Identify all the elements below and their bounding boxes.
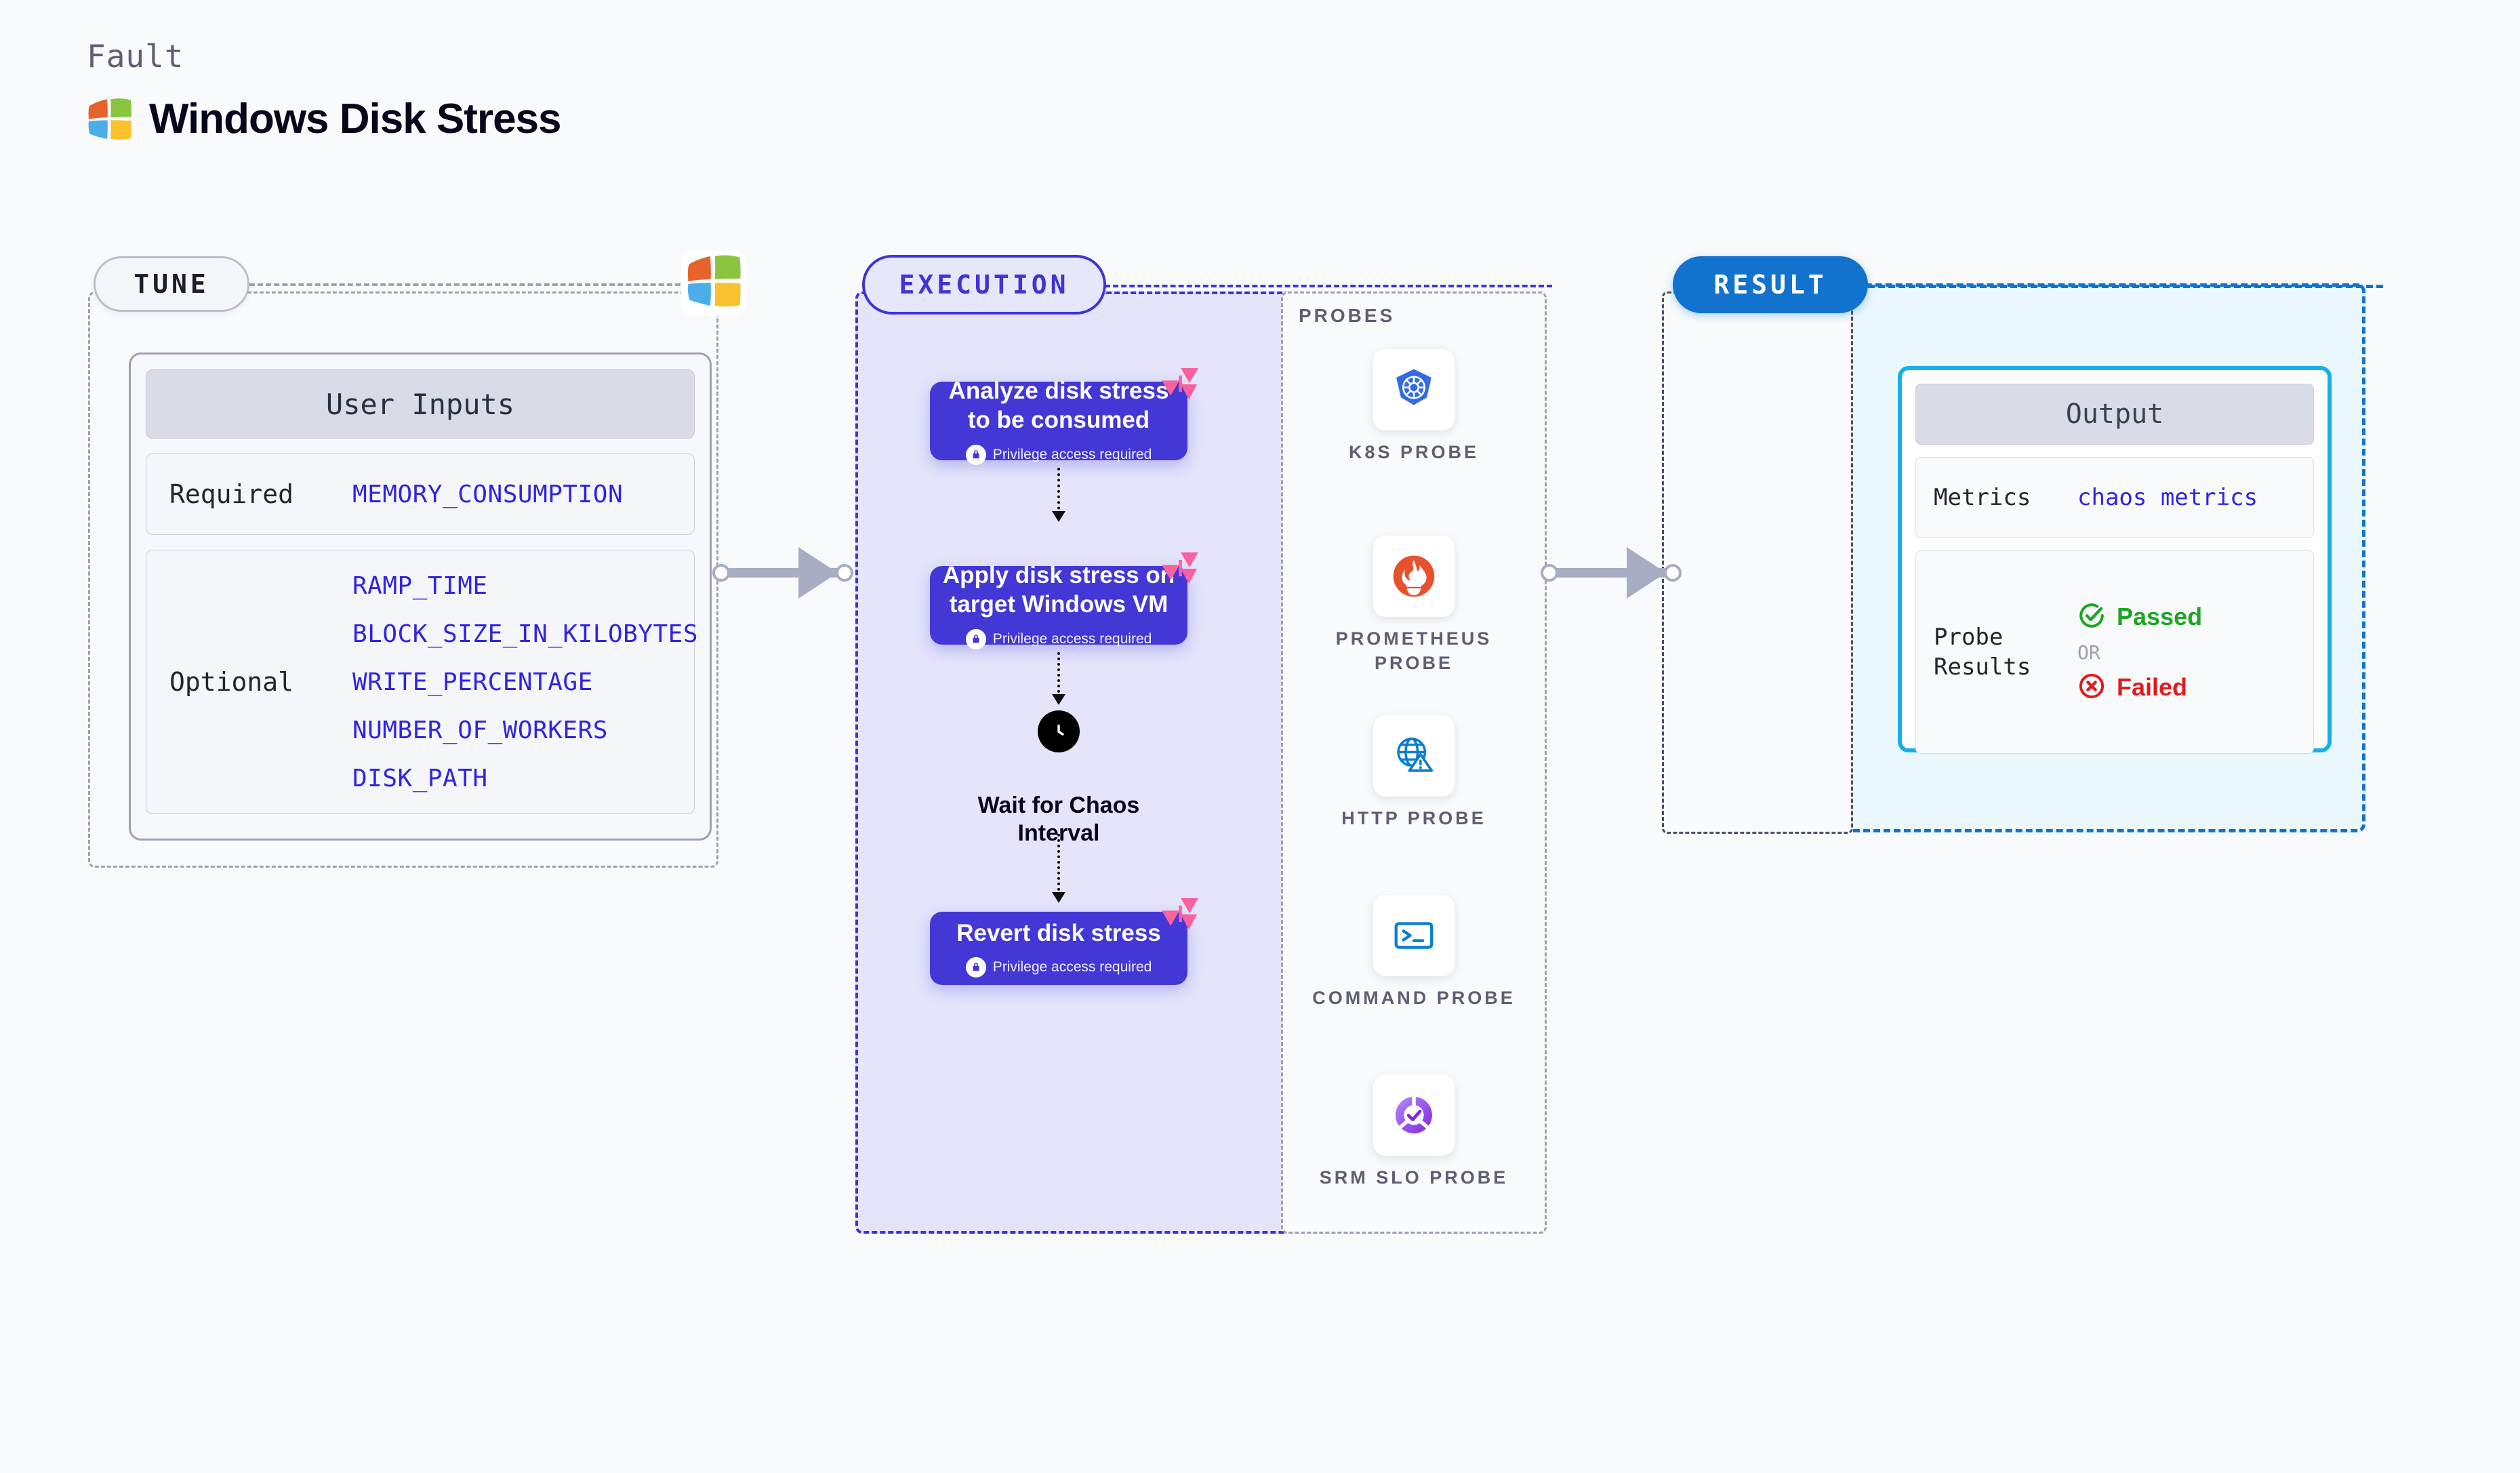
lock-icon: [965, 444, 986, 465]
execution-node-revert[interactable]: Revert disk stress Privilege access requ…: [930, 897, 1198, 985]
probe-label: K8S PROBE: [1348, 442, 1480, 462]
flow-arrow-3: [1052, 834, 1065, 903]
result-pill[interactable]: RESULT: [1673, 256, 1868, 313]
required-values: MEMORY_CONSUMPTION: [352, 481, 623, 508]
flow-arrow-2: [1052, 652, 1065, 705]
probe-result-or: OR: [2077, 641, 2100, 664]
execution-dashed-connector: [1105, 285, 1552, 287]
result-dashed-connector: [1868, 285, 2383, 288]
output-card: Output Metrics chaos metrics Probe Resul…: [1898, 366, 2332, 754]
page-title: Windows Disk Stress: [149, 96, 562, 142]
fault-kicker: Fault: [87, 38, 184, 75]
tune-dashed-connector: [249, 283, 697, 286]
probe-label: SRM SLO PROBE: [1319, 1167, 1509, 1188]
failed-label: Failed: [2117, 673, 2188, 701]
probe-prometheus[interactable]: PROMETHEUS PROBE: [1281, 536, 1547, 676]
privilege-note: Privilege access required: [965, 628, 1152, 649]
probe-label: PROMETHEUS PROBE: [1335, 628, 1492, 674]
probe-label: COMMAND PROBE: [1312, 988, 1516, 1008]
output-header: Output: [1915, 384, 2314, 445]
input-disk-path[interactable]: DISK_PATH: [352, 764, 488, 792]
privilege-note: Privilege access required: [965, 444, 1152, 465]
privilege-note: Privilege access required: [965, 957, 1152, 978]
metrics-row: Metrics chaos metrics: [1915, 457, 2314, 538]
check-circle-icon: [2077, 601, 2106, 633]
probe-command[interactable]: COMMAND PROBE: [1281, 895, 1547, 1010]
http-globe-warning-icon: [1373, 715, 1455, 796]
clock-icon: [1038, 710, 1080, 752]
result-status-region: [1662, 291, 1853, 834]
probe-results-values: Passed OR Failed: [2077, 601, 2202, 704]
prometheus-icon: [1373, 536, 1455, 617]
privilege-note-text: Privilege access required: [992, 446, 1152, 462]
page-header: Fault Windows Disk Stress: [87, 38, 562, 143]
execution-node-title: Apply disk stress on target Windows VM: [942, 562, 1175, 618]
input-write-percentage[interactable]: WRITE_PERCENTAGE: [352, 668, 593, 696]
kubernetes-icon: [1373, 349, 1455, 430]
probe-srm-slo[interactable]: SRM SLO PROBE: [1281, 1074, 1547, 1190]
input-number-of-workers[interactable]: NUMBER_OF_WORKERS: [352, 716, 608, 744]
probe-result-failed: Failed: [2077, 672, 2202, 704]
privilege-note-text: Privilege access required: [992, 959, 1152, 975]
probes-section-label: PROBES: [1299, 305, 1396, 326]
probe-label: HTTP PROBE: [1341, 808, 1486, 828]
title-row: Windows Disk Stress: [87, 95, 562, 143]
user-inputs-header: User Inputs: [146, 369, 695, 439]
execution-node-analyze[interactable]: Analyze disk stress to be consumed Privi…: [930, 367, 1198, 465]
passed-label: Passed: [2117, 603, 2203, 630]
x-circle-icon: [2077, 672, 2106, 704]
tune-pill[interactable]: TUNE: [94, 256, 249, 312]
execution-node-title: Revert disk stress: [956, 919, 1161, 946]
user-inputs-card: User Inputs Required MEMORY_CONSUMPTION …: [129, 352, 712, 841]
probe-results-row: Probe Results Passed OR: [1915, 550, 2314, 754]
probe-results-label: Probe Results: [1934, 623, 2031, 681]
metrics-value[interactable]: chaos metrics: [2077, 484, 2258, 511]
litmus-chaos-icon: [1162, 367, 1200, 402]
litmus-chaos-icon: [1162, 897, 1200, 932]
input-ramp-time[interactable]: RAMP_TIME: [352, 571, 488, 600]
input-memory-consumption[interactable]: MEMORY_CONSUMPTION: [352, 480, 624, 508]
execution-node-apply[interactable]: Apply disk stress on target Windows VM P…: [930, 552, 1198, 649]
windows-logo-icon: [87, 98, 133, 140]
input-block-size-in-kilobytes[interactable]: BLOCK_SIZE_IN_KILOBYTES: [352, 620, 698, 648]
probe-result-passed: Passed: [2077, 601, 2202, 633]
required-label: Required: [169, 479, 294, 509]
windows-logo-icon: [681, 251, 746, 319]
privilege-note-text: Privilege access required: [992, 630, 1152, 647]
litmus-chaos-icon: [1162, 551, 1200, 586]
probe-k8s[interactable]: K8S PROBE: [1281, 349, 1547, 464]
terminal-icon: [1373, 895, 1455, 976]
lock-icon: [965, 957, 986, 978]
optional-values: RAMP_TIME BLOCK_SIZE_IN_KILOBYTES WRITE_…: [352, 572, 698, 792]
probe-http[interactable]: HTTP PROBE: [1281, 715, 1547, 830]
metrics-label: Metrics: [1934, 483, 2031, 511]
flow-arrow-1: [1052, 468, 1065, 522]
execution-node-title: Analyze disk stress to be consumed: [948, 378, 1169, 433]
lock-icon: [965, 628, 986, 649]
execution-pill[interactable]: EXECUTION: [862, 255, 1106, 315]
optional-inputs-row: Optional RAMP_TIME BLOCK_SIZE_IN_KILOBYT…: [146, 550, 698, 814]
optional-label: Optional: [169, 667, 294, 697]
required-inputs-row: Required MEMORY_CONSUMPTION: [146, 453, 695, 535]
srm-slo-icon: [1373, 1074, 1455, 1156]
